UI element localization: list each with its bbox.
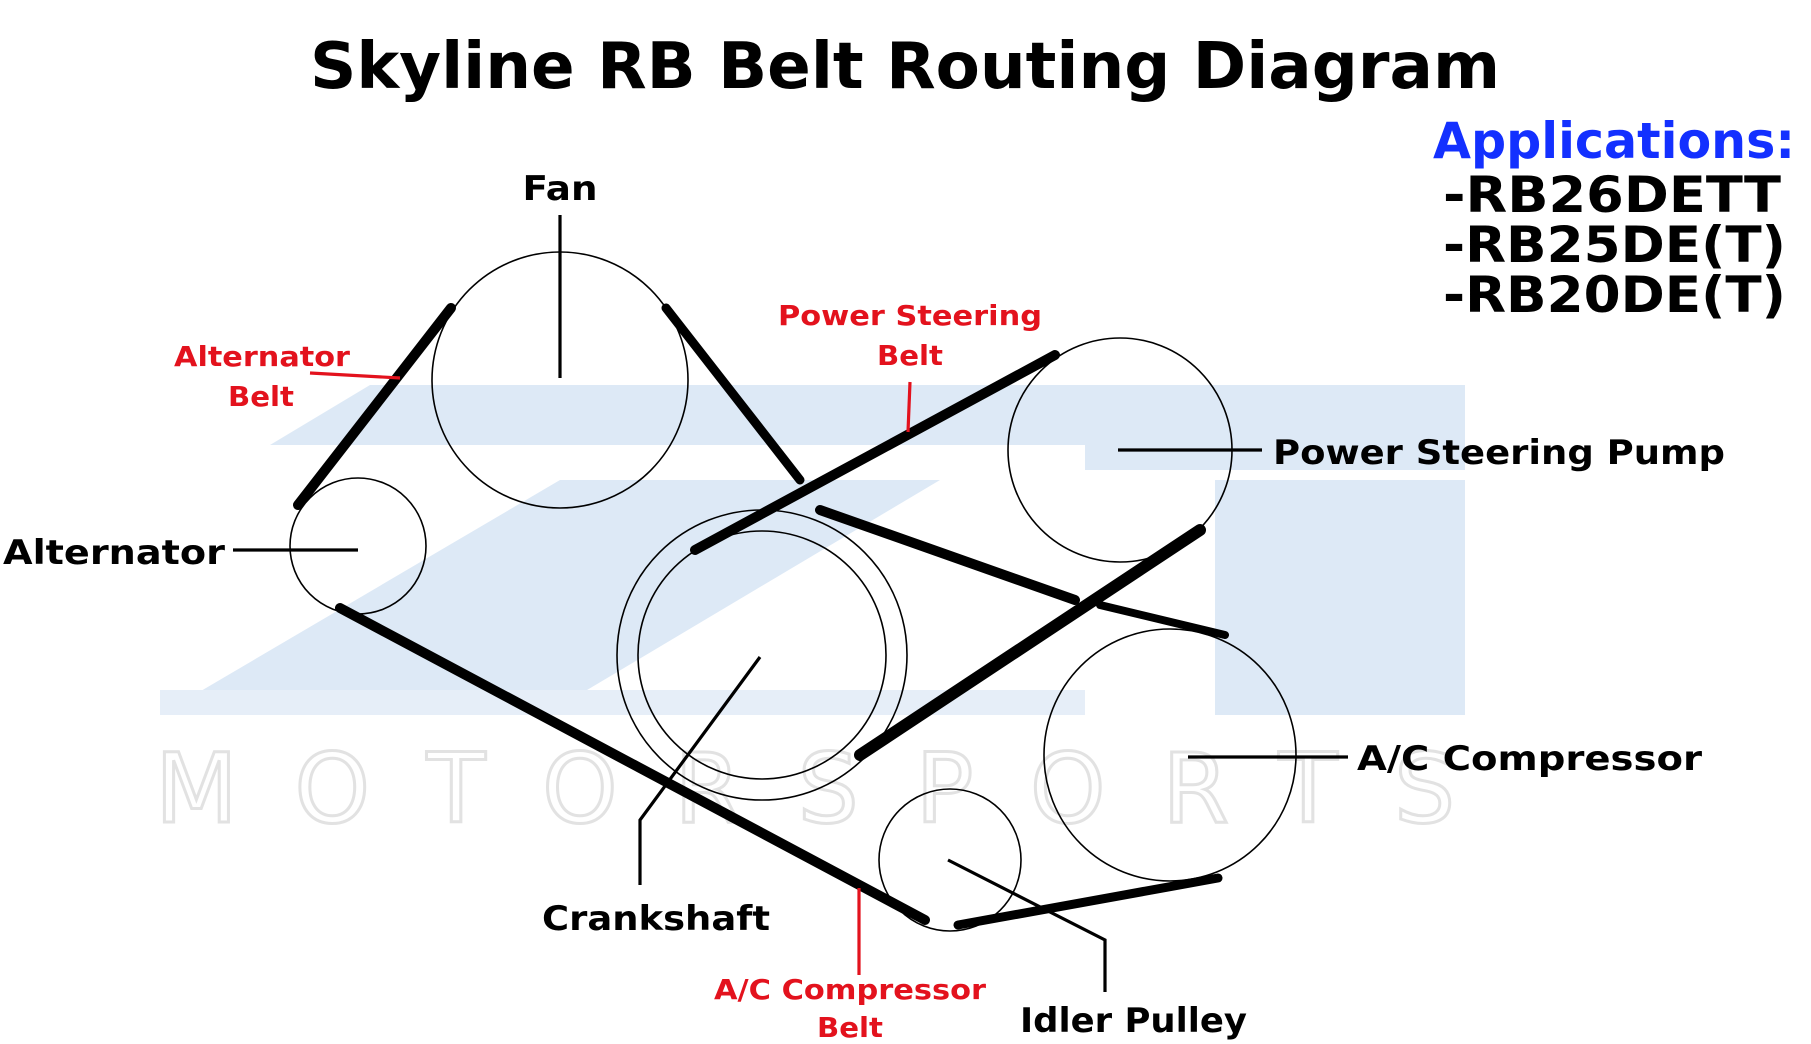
- alternator-belt: [293, 303, 1229, 639]
- ac-compressor-belt: [335, 603, 1223, 930]
- belt-labels: Alternator Belt Power Steering Belt A/C …: [174, 299, 1042, 1044]
- watermark-bottom-bar: [160, 690, 1085, 715]
- idler-pulley-label: Idler Pulley: [1020, 1001, 1247, 1041]
- alternator-belt-leader: [309, 371, 401, 380]
- component-labels: Fan Power Steering Pump Alternator A/C C…: [3, 169, 1725, 1041]
- watermark-text: MOTORSPORTS: [155, 733, 1455, 845]
- crankshaft-leader: [638, 656, 762, 885]
- ac-compressor-belt-label-line1: A/C Compressor: [714, 973, 986, 1006]
- power-steering-belt-leader: [906, 381, 912, 433]
- applications-heading: Applications:: [1433, 112, 1795, 170]
- power-steering-pump-label: Power Steering Pump: [1273, 433, 1725, 473]
- fan-label: Fan: [523, 169, 598, 209]
- alternator-label: Alternator: [3, 533, 225, 573]
- alternator-belt-label-line1: Alternator: [174, 340, 350, 373]
- ac-compressor-belt-label-line2: Belt: [817, 1011, 883, 1044]
- ac-compressor-label: A/C Compressor: [1357, 739, 1702, 779]
- crankshaft-inner-pulley: [637, 530, 887, 780]
- page-title: Skyline RB Belt Routing Diagram: [310, 30, 1500, 104]
- crankshaft-outer-pulley: [616, 509, 908, 801]
- watermark-slash: [160, 480, 940, 715]
- ac-compressor-pulley: [1043, 628, 1297, 882]
- application-item: -RB26DETT: [1443, 166, 1781, 224]
- alternator-pulley: [289, 477, 427, 615]
- power-steering-belt-label-line1: Power Steering: [778, 299, 1042, 332]
- alternator-belt-label-line2: Belt: [228, 380, 294, 413]
- watermark-block: [1215, 480, 1465, 715]
- power-steering-belt: [690, 350, 1206, 761]
- application-item: -RB25DE(T): [1443, 216, 1786, 274]
- component-leaders: [233, 215, 1348, 992]
- crankshaft-label: Crankshaft: [542, 899, 770, 939]
- idler-pulley-leader: [947, 858, 1107, 992]
- applications-panel: Applications: -RB26DETT -RB25DE(T) -RB20…: [1433, 112, 1795, 324]
- power-steering-belt-label-line2: Belt: [877, 339, 943, 372]
- belt-leaders: [309, 371, 912, 975]
- idler-pulley: [878, 788, 1022, 932]
- application-item: -RB20DE(T): [1443, 266, 1786, 324]
